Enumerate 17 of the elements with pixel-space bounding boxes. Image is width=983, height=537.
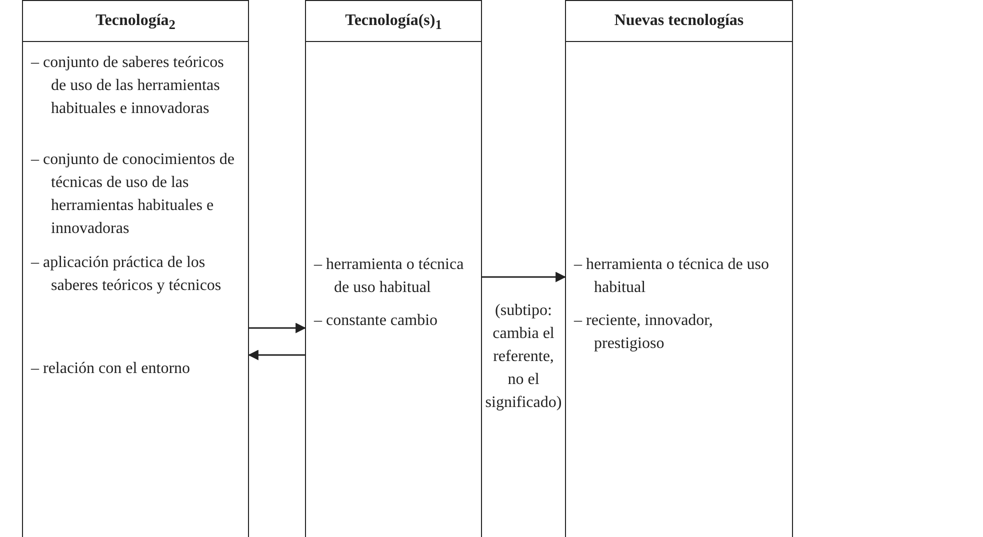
list-item: – conjunto de conocimientos de técnicas de uso de las herramientas habituales e innovadoras: [31, 150, 236, 239]
column-heading: Nuevas tecnologías: [566, 1, 792, 42]
list-item: – herramienta o técnica de uso habitual: [574, 255, 770, 298]
list-item: – relación con el entorno: [31, 359, 192, 379]
table-column: [565, 0, 793, 537]
arrow: [482, 272, 566, 282]
table-column: [305, 0, 482, 537]
table-column: [22, 0, 249, 537]
column-heading: Tecnología(s)$_{1}$: [306, 1, 481, 42]
list-item: – herramienta o técnica de uso habitual: [314, 255, 465, 298]
arrow: [248, 350, 305, 360]
column-heading: Tecnología$_{2}$: [23, 1, 248, 42]
arrow: [249, 322, 306, 334]
list-item: – reciente, innovador, prestigioso: [574, 311, 714, 354]
list-item: – conjunto de saberes teóricos de uso de las herramientas habituales e innovadoras: [31, 53, 225, 119]
list-item: – constante cambio: [314, 311, 439, 331]
list-item: – aplicación práctica de los saberes teóricos y técnicos: [31, 253, 222, 296]
